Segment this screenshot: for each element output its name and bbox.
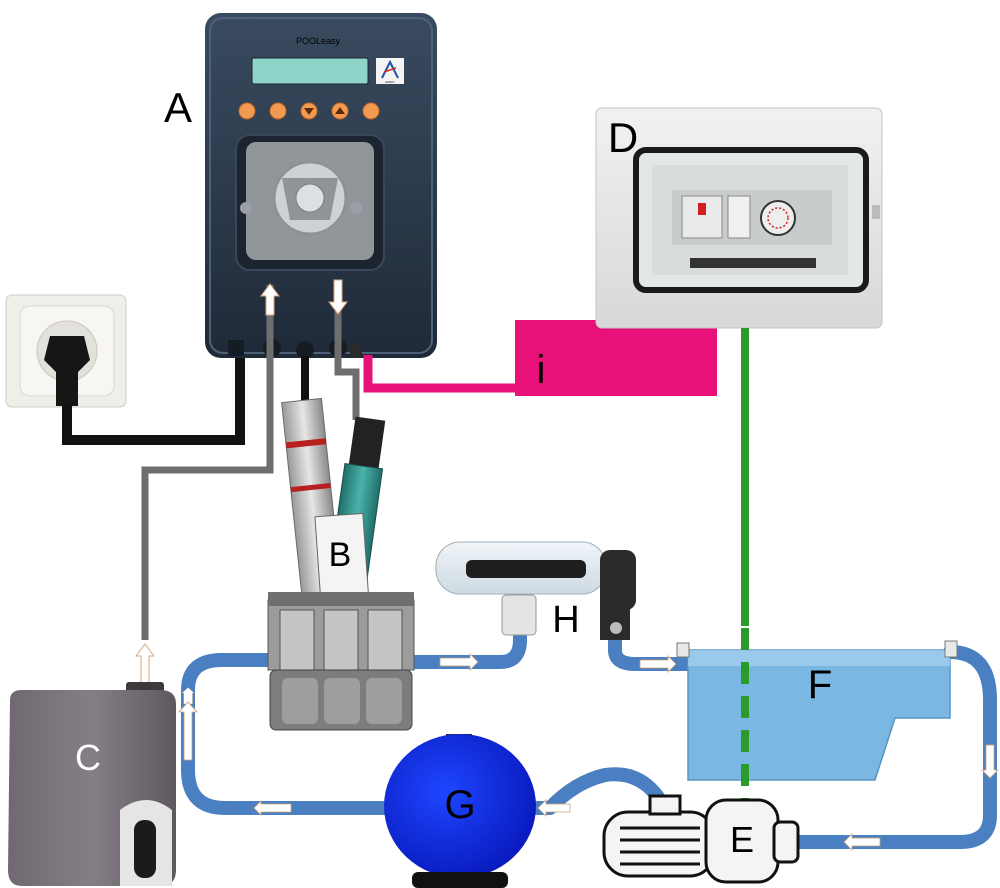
label-i: i [537,348,546,392]
pink-connection-line [363,355,520,393]
power-socket [5,294,127,408]
device-brand: POOLeasy [296,36,341,46]
pink-connection-block [515,320,717,396]
circulation-pump: E [602,794,800,884]
flow-arrow-icon [981,744,999,779]
button-esc[interactable] [238,102,256,120]
flow-arrow-icon [181,687,195,705]
down-icon [304,108,314,115]
dosing-controller-device: POOLeasy AVADY A [164,13,437,359]
power-cable [62,350,245,445]
timer-dial-icon [760,200,796,236]
probe-assembly: B [267,397,415,731]
arrow-up-icon [260,283,280,316]
label-c: C [75,737,101,778]
chemical-canister: C [8,682,176,886]
suction-tube [141,285,274,640]
flow-arrows [181,653,999,851]
label-a: A [164,84,192,131]
up-icon [335,107,345,114]
flow-arrow-icon [253,800,292,816]
flow-arrow-icon [439,653,479,671]
flow-arrow-icon [843,833,881,851]
pipe-pump-to-filter [513,767,667,815]
label-g: G [444,783,475,827]
label-f: F [808,663,832,707]
label-d: D [608,114,638,161]
pipe-probe-to-cell [403,618,527,669]
arrow-up-icon [135,643,155,687]
device-buttons [238,102,380,120]
button-menu[interactable] [269,102,287,120]
logo-text: AVADY [385,80,395,84]
label-b: B [329,536,352,574]
flow-arrow-icon [537,799,571,817]
label-e: E [730,819,754,860]
arrow-down-icon [328,279,348,315]
pool: F [676,640,958,781]
button-ok[interactable] [362,102,380,120]
sand-filter: G [384,734,536,888]
control-box: D [595,107,883,329]
label-h: H [552,599,579,641]
flow-arrow-icon [639,655,677,673]
pipe-cell-to-pool [608,628,695,671]
flow-arrow-icon [178,701,198,761]
discharge-tube [334,280,360,420]
salt-cell: H [435,541,636,641]
pipe-filter-to-left [181,653,397,815]
lcd-display [251,57,369,85]
